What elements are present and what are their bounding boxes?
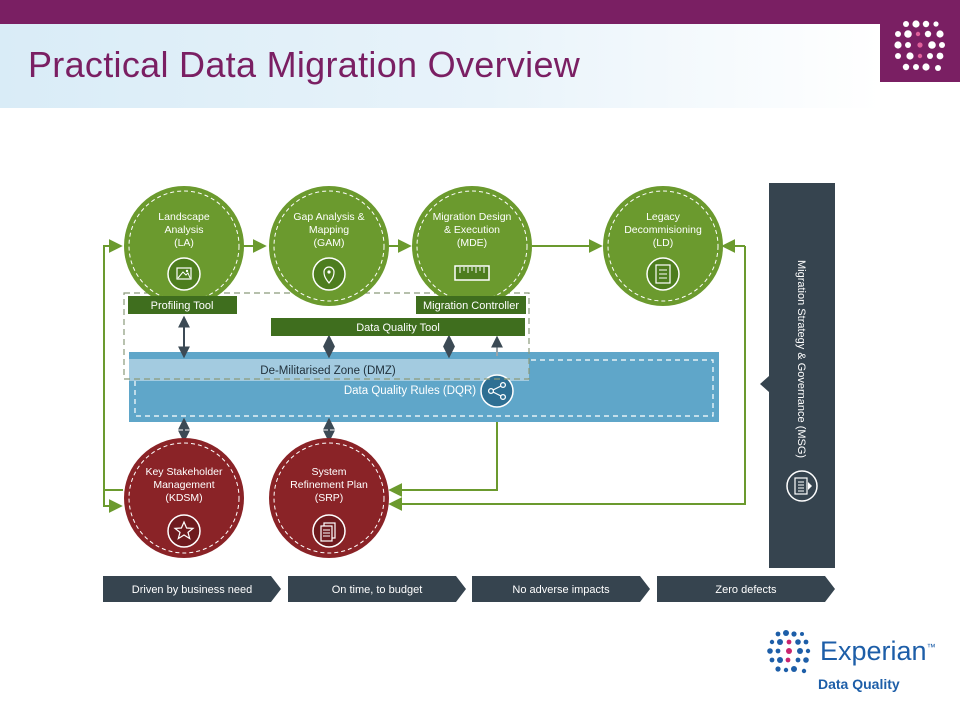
svg-text:Driven by business need: Driven by business need xyxy=(132,584,252,596)
dmz-strip xyxy=(129,359,529,381)
connector-right-loop xyxy=(388,246,746,511)
image-icon xyxy=(167,257,201,291)
svg-text:Migration Design& Execution(MD: Migration Design& Execution(MDE) xyxy=(433,211,512,249)
profiling-tool-label: Profiling Tool xyxy=(151,300,214,312)
migration-controller-label: Migration Controller xyxy=(423,300,519,312)
title-band xyxy=(0,24,880,108)
experian-logo: Experian™ Data Quality xyxy=(764,628,944,698)
svg-text:Gap Analysis &Mapping(GAM): Gap Analysis &Mapping(GAM) xyxy=(293,211,364,249)
svg-text:No adverse impacts: No adverse impacts xyxy=(512,584,610,596)
checklist-icon xyxy=(646,257,680,291)
document-list-icon xyxy=(786,470,818,502)
node-mde: Migration Design& Execution(MDE) xyxy=(412,186,532,306)
dqr-label: Data Quality Rules (DQR) xyxy=(344,385,476,397)
share-icon xyxy=(480,374,514,408)
svg-text:Zero defects: Zero defects xyxy=(715,584,777,596)
location-pin-icon xyxy=(312,257,346,291)
top-bar xyxy=(0,0,960,24)
experian-wordmark: Experian™ xyxy=(820,636,936,666)
ruler-icon xyxy=(454,265,490,281)
connector-left-kdsm xyxy=(103,490,123,513)
governance-panel xyxy=(769,183,835,568)
dmz-label: De-Militarised Zone (DMZ) xyxy=(260,365,396,377)
data-quality-tool-bar xyxy=(271,318,525,336)
connector-left-loop xyxy=(103,239,123,491)
banner-3: No adverse impacts xyxy=(472,576,650,602)
svg-text:On time, to budget: On time, to budget xyxy=(332,584,423,596)
governance-label: Migration Strategy & Governance (MSG) xyxy=(795,260,807,458)
star-icon xyxy=(167,514,201,548)
banner-2: On time, to budget xyxy=(288,576,466,602)
migration-controller-bar xyxy=(416,296,526,314)
governance-pointer xyxy=(760,376,769,392)
experian-subtitle: Data Quality xyxy=(818,676,900,692)
node-gam: Gap Analysis &Mapping(GAM) xyxy=(269,186,389,306)
profiling-tool-bar xyxy=(128,296,237,314)
document-icon xyxy=(312,514,346,548)
banner-1: Driven by business need xyxy=(103,576,281,602)
dot-grid-logo-icon xyxy=(894,20,945,71)
banner-4: Zero defects xyxy=(657,576,835,602)
page-title: Practical Data Migration Overview xyxy=(28,44,581,85)
experian-dots-icon xyxy=(767,630,811,674)
data-quality-tool-label: Data Quality Tool xyxy=(356,322,440,334)
connector-dqr-srp xyxy=(388,400,498,497)
brand-logo-tile xyxy=(880,10,960,82)
